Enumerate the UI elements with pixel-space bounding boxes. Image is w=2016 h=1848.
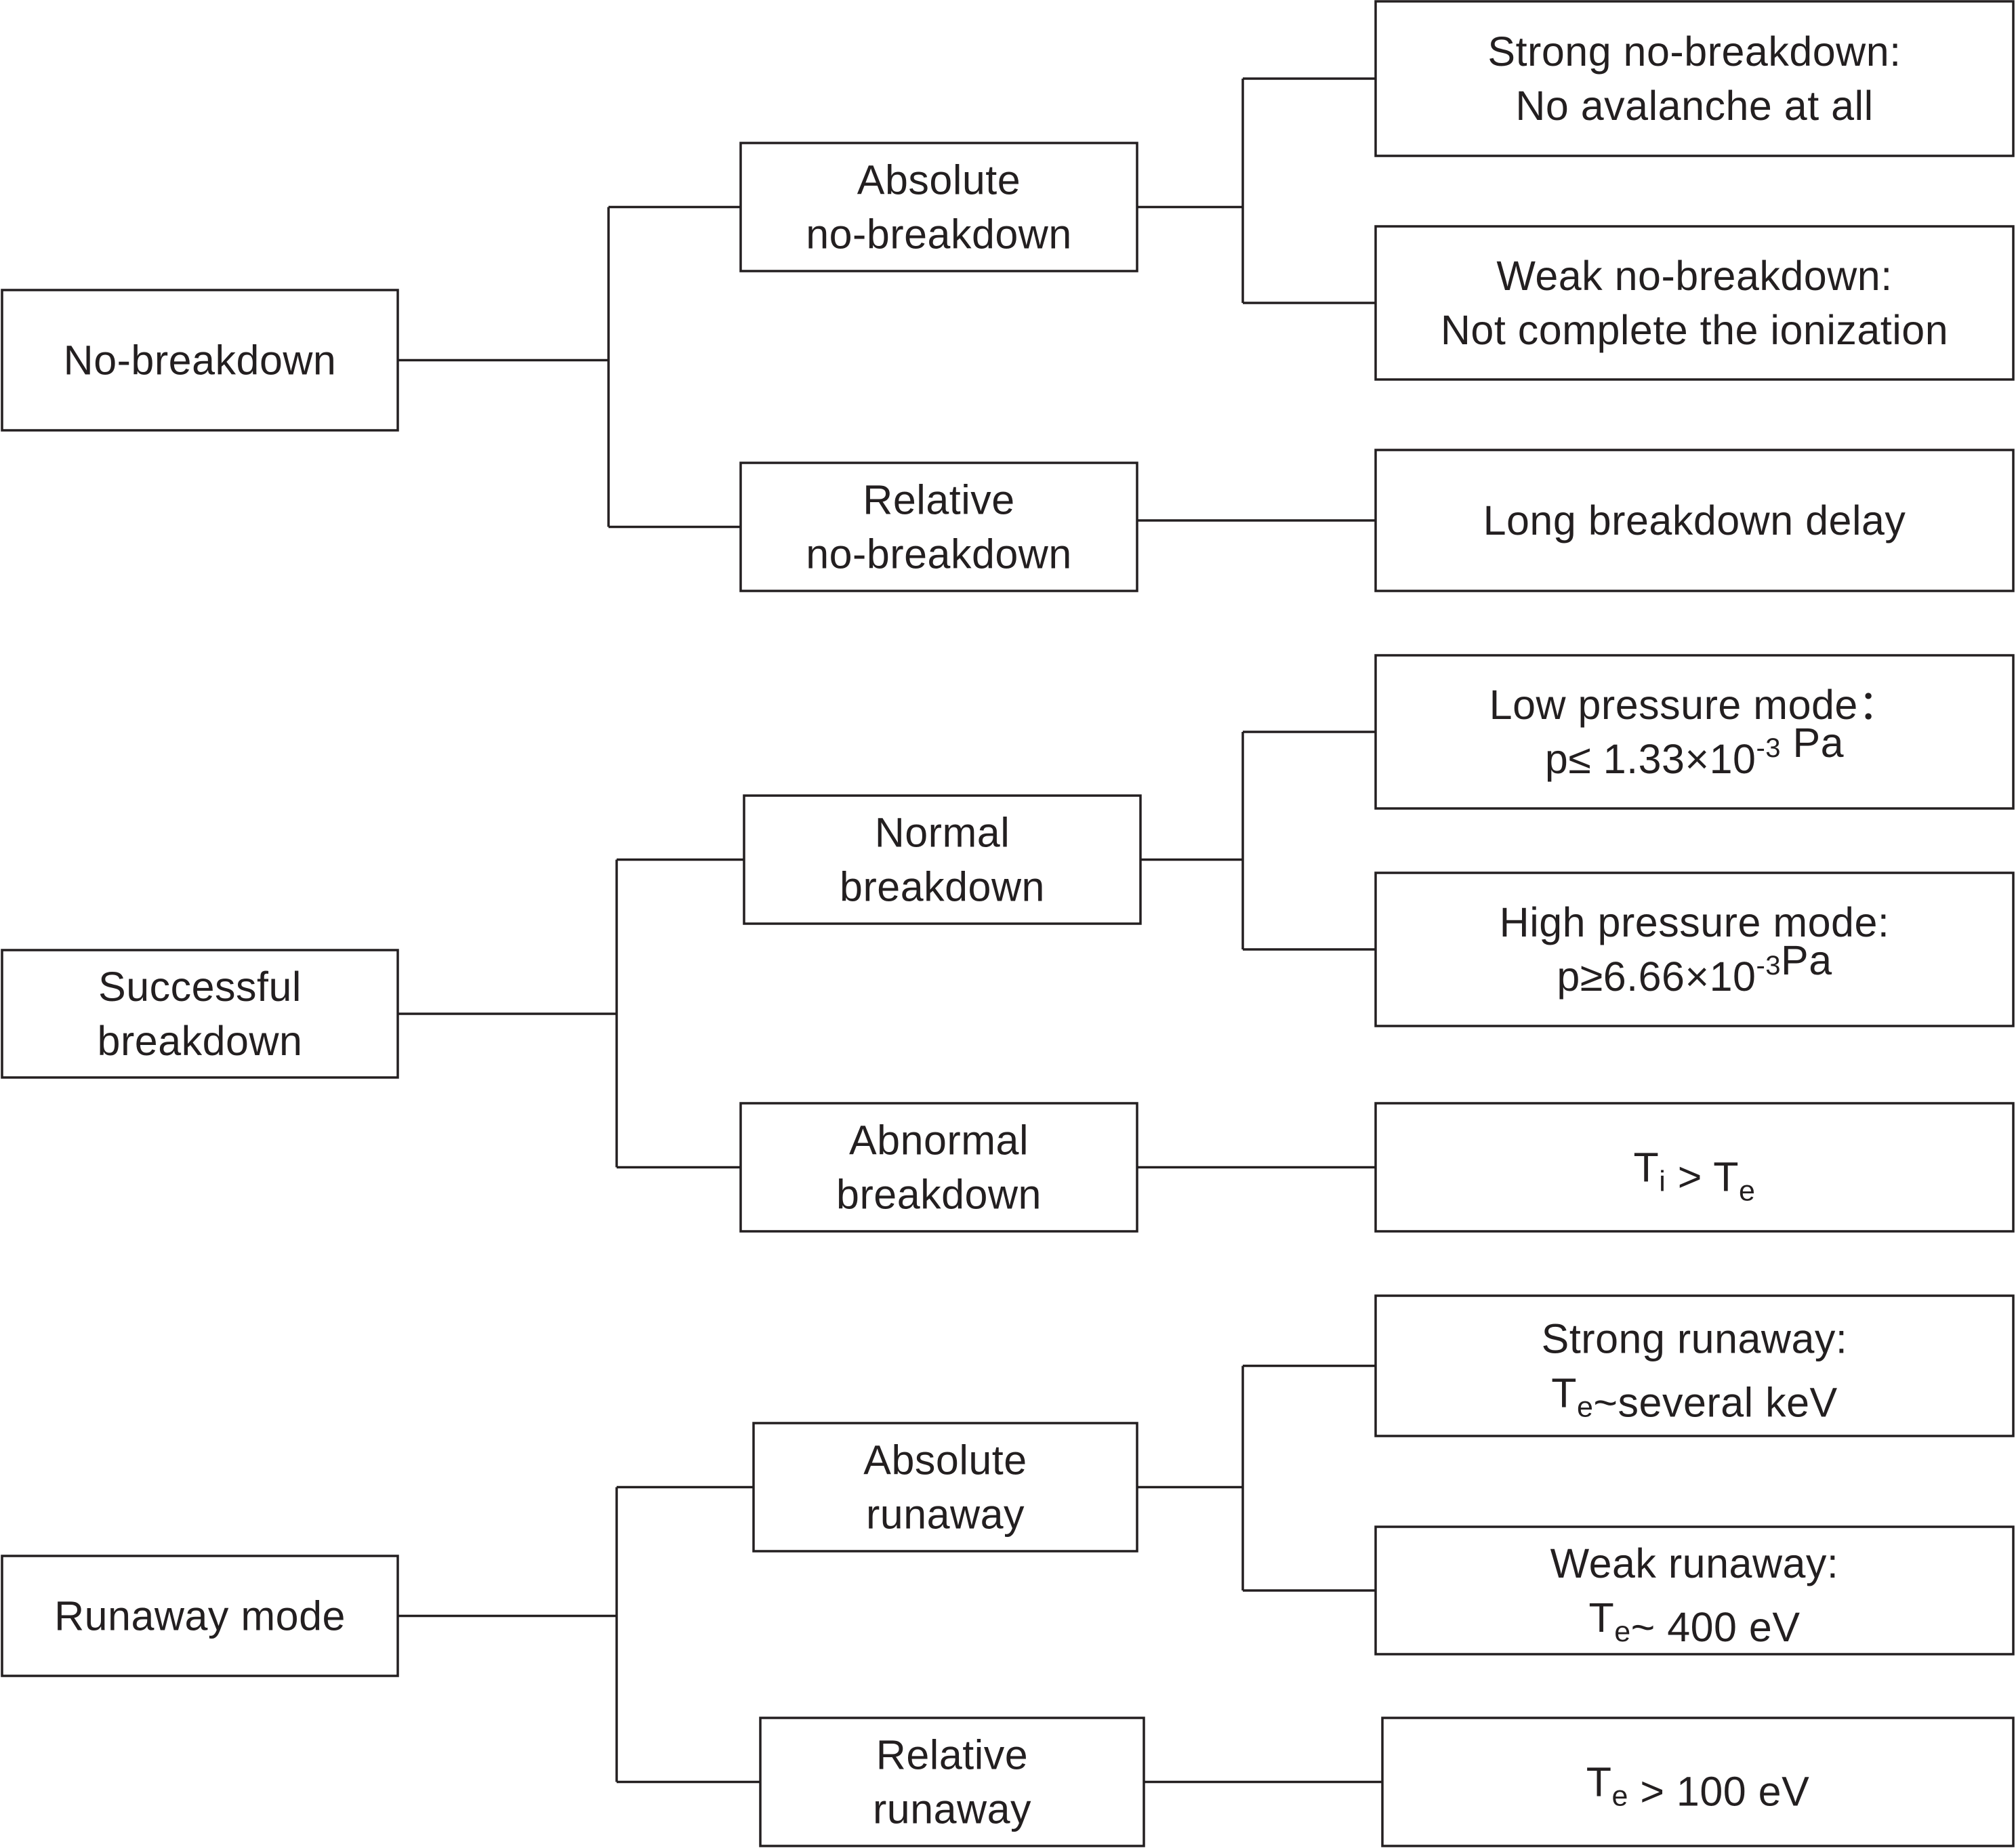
root-node-3-frame [1, 1555, 399, 1677]
leaf-node-1-1-2-text-line-1: Weak no-breakdown: [1496, 253, 1892, 299]
connector-lines [398, 77, 1382, 1784]
leaf-node-2-1-2: High pressure mode:p≥6.66×10-3Pa [1374, 871, 2015, 1027]
root-node-1: No-breakdown [1, 289, 399, 432]
leaf-node-1-1-2-text-line-2: Not complete the ionization [1441, 307, 1948, 353]
branch-node-3-2: Relative runaway [759, 1717, 1145, 1847]
leaf-node-3-1-1-text-line-1: Strong runaway: [1542, 1316, 1848, 1362]
leaf-node-3-1-2: Weak runaway: Te~ 400 eV [1374, 1525, 2015, 1656]
leaf-node-3-2-1-frame [1381, 1717, 2015, 1847]
root-node-2-text-line-1: Successful [98, 964, 302, 1010]
branch-node-1-2: Relative no-breakdown [739, 461, 1138, 592]
branch-node-1-1-text-line-1: Absolute [857, 157, 1021, 203]
leaf-node-1-1-2-frame [1374, 225, 2015, 381]
branch-node-1-2-text-line-2: no-breakdown [806, 531, 1072, 577]
leaf-node-3-2-1-text-line-1: Te > 100 eV [1586, 1759, 1810, 1815]
leaf-node-3-1-1-frame [1374, 1294, 2015, 1437]
leaf-node-2-1-1-text-line-1: Low pressure mode： [1489, 682, 1900, 728]
branch-node-1-2-frame [739, 461, 1138, 592]
root-node-1-text-line-1: No-breakdown [64, 337, 337, 384]
leaf-node-3-1-2-frame [1374, 1525, 2015, 1656]
branch-node-2-2: Abnormal breakdown [739, 1102, 1138, 1233]
leaf-node-1-1-1-frame [1374, 0, 2015, 157]
branch-node-2-1-text-line-2: breakdown [840, 864, 1045, 910]
leaf-node-2-1-2-frame [1374, 871, 2015, 1027]
root-node-3: Runaway mode [1, 1555, 399, 1677]
leaf-node-1-1-2: Weak no-breakdown: Not complete the ioniz… [1374, 225, 2015, 381]
leaf-node-1-2-1: Long breakdown delay [1374, 449, 2015, 592]
branch-node-2-2-text-line-2: breakdown [836, 1172, 1042, 1218]
leaf-node-1-1-1-text-line-1: Strong no-breakdown: [1487, 28, 1901, 75]
branch-node-1-2-text-line-1: Relative [863, 477, 1014, 523]
leaf-node-2-1-1-text-line-2: p≤ 1.33×10-3 Pa [1545, 720, 1844, 782]
leaf-node-1-2-1-text-line-1: Long breakdown delay [1483, 497, 1906, 543]
branch-node-2-1-frame [743, 794, 1142, 925]
branch-node-2-2-text-line-1: Abnormal [849, 1117, 1029, 1164]
branch-node-3-1-frame [752, 1422, 1138, 1553]
leaf-node-2-2-1-text-line-1: Ti > Te [1634, 1145, 1756, 1208]
leaf-node-3-1-1-text-line-2: Te~several keV [1551, 1370, 1838, 1426]
root-node-2-frame [1, 949, 399, 1079]
leaf-node-2-2-1: Ti > Te [1374, 1102, 2015, 1233]
branch-node-2-1: Normal breakdown [743, 794, 1142, 925]
leaf-node-2-2-1-frame [1374, 1102, 2015, 1233]
leaf-node-3-1-2-text-line-1: Weak runaway: [1550, 1540, 1839, 1586]
root-node-1-frame [1, 289, 399, 432]
root-node-2: Successful breakdown [1, 949, 399, 1079]
root-node-3-text-line-1: Runaway mode [54, 1593, 346, 1639]
branch-node-2-2-frame [739, 1102, 1138, 1233]
leaf-node-3-2-1: Te > 100 eV [1381, 1717, 2015, 1847]
leaf-node-2-1-1-frame [1374, 654, 2015, 810]
branch-node-3-2-frame [759, 1717, 1145, 1847]
leaf-node-1-1-1: Strong no-breakdown: No avalanche at all [1374, 0, 2015, 157]
branch-node-1-1-text-line-2: no-breakdown [806, 211, 1072, 258]
leaf-node-2-1-1: Low pressure mode：p≤ 1.33×10-3 Pa [1374, 654, 2015, 810]
branch-node-1-1-frame [739, 142, 1138, 272]
leaf-node-3-1-2-text-line-2: Te~ 400 eV [1588, 1595, 1800, 1650]
root-node-2-text-line-2: breakdown [98, 1018, 303, 1064]
branch-node-1-1: Absolute no-breakdown [739, 142, 1138, 272]
branch-node-3-1: Absolute runaway [752, 1422, 1138, 1553]
leaf-node-2-1-2-text-line-2: p≥6.66×10-3Pa [1557, 937, 1832, 1000]
leaf-node-1-2-1-frame [1374, 449, 2015, 592]
branch-node-3-2-text-line-2: runaway [873, 1786, 1031, 1832]
leaf-node-2-1-2-text-line-1: High pressure mode: [1500, 899, 1890, 945]
branch-node-3-1-text-line-1: Absolute [863, 1437, 1027, 1483]
leaf-node-3-1-1: Strong runaway: Te~several keV [1374, 1294, 2015, 1437]
leaf-node-1-1-1-text-line-2: No avalanche at all [1515, 83, 1873, 129]
branch-node-3-2-text-line-1: Relative [876, 1732, 1028, 1778]
branch-node-3-1-text-line-2: runaway [866, 1492, 1025, 1538]
branch-node-2-1-text-line-1: Normal [875, 810, 1010, 856]
